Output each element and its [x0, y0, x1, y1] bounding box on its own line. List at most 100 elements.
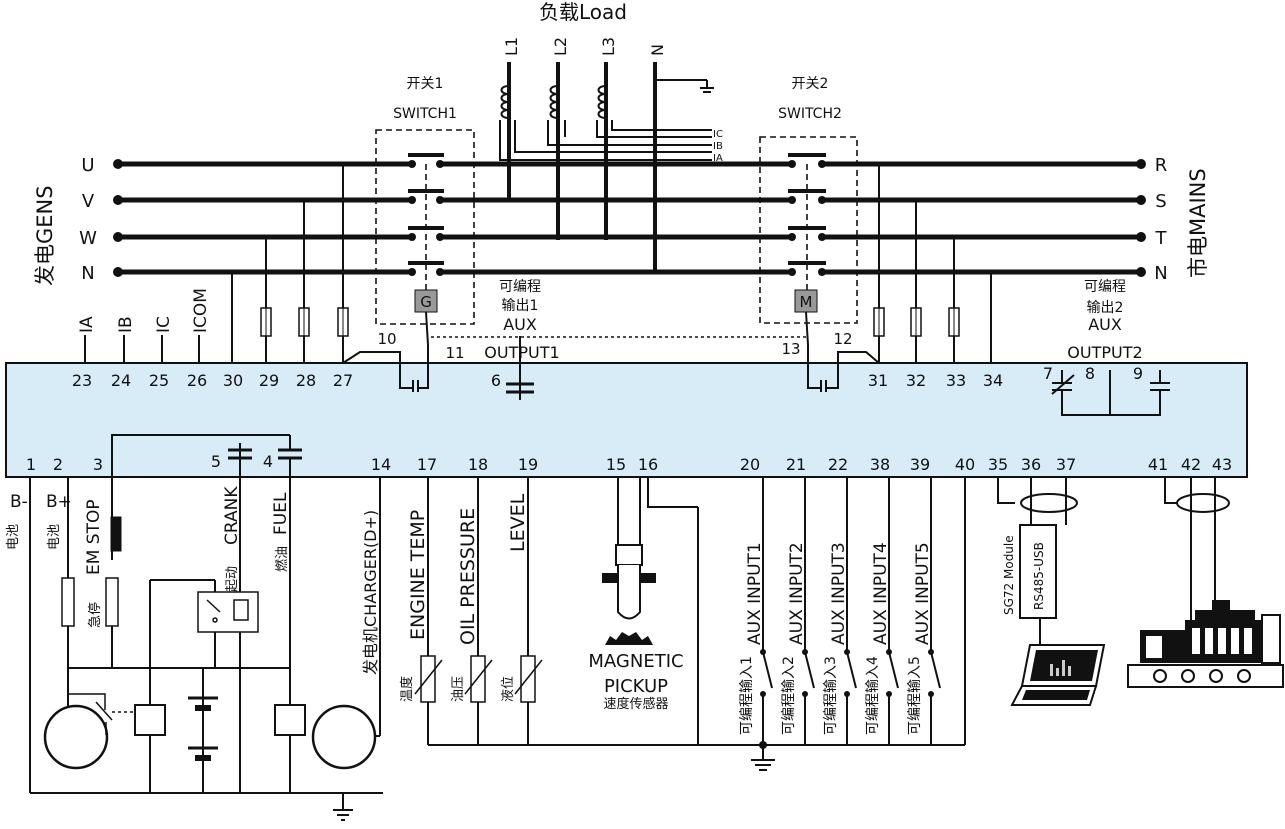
fuel-relay-coil [274, 704, 306, 736]
sensor-level-cn: 液位 [501, 676, 516, 702]
genset-icon [1127, 600, 1284, 688]
pickup-body-top [615, 544, 643, 566]
switch2-en: SWITCH2 [778, 106, 842, 122]
battery-fuses [61, 577, 119, 627]
pickup-en1: MAGNETIC [588, 651, 683, 672]
switch-contacts [408, 153, 826, 265]
sensor-wiring [427, 477, 966, 746]
mod-num-25: 25 [149, 371, 169, 390]
aux1-en1: AUX [503, 315, 537, 334]
fuel-cn: 燃油 [274, 546, 290, 572]
aux-input4-cn: 可编程输入4 [865, 656, 881, 735]
aux-input2-cn: 可编程输入2 [781, 656, 797, 735]
mod-num-39: 39 [910, 455, 930, 474]
pickup-en2: PICKUP [604, 676, 668, 697]
em-stop-switch [110, 516, 122, 552]
battery-neg-cn: 电池 [6, 524, 21, 550]
term-label-ic: IC [154, 316, 174, 333]
battery-neg: B- [10, 492, 28, 512]
crank-relay-coil [233, 599, 249, 621]
aux-input3-label: AUX INPUT3 [829, 542, 849, 645]
relay-num-10: 10 [377, 330, 396, 348]
mod-num-40: 40 [955, 455, 975, 474]
mod-num-28: 28 [296, 371, 316, 390]
aux-input-wiring [751, 477, 941, 771]
starter-solenoid [67, 693, 135, 735]
mod-num-31: 31 [868, 371, 888, 390]
fuse-lines [265, 308, 955, 336]
mod-num-9: 9 [1133, 364, 1143, 383]
charger-alternator [311, 704, 377, 770]
mod-num-4: 4 [263, 452, 273, 471]
sensor-engine-temp: ENGINE TEMP [407, 510, 429, 640]
laptop-icon [1010, 644, 1106, 706]
ct-label-ic: IC [713, 129, 723, 140]
crank-label: CRANK [222, 486, 242, 545]
aux-input1-cn: 可编程输入1 [739, 656, 755, 735]
aux-input-nodes [759, 649, 934, 749]
mod-num-1: 1 [26, 455, 36, 474]
mod-num-32: 32 [906, 371, 926, 390]
power-wiring [29, 477, 383, 821]
gen-phase-v: V [82, 191, 95, 212]
em-stop-cn: 急停 [87, 602, 103, 628]
mod-num-26: 26 [187, 371, 207, 390]
mod-num-15: 15 [606, 455, 626, 474]
fuel-label: FUEL [271, 492, 291, 535]
mod-num-29: 29 [259, 371, 279, 390]
sensor-arrows [414, 659, 543, 695]
aux1-contact [506, 382, 534, 394]
aux-input2-label: AUX INPUT2 [787, 542, 807, 645]
mod-num-34: 34 [983, 371, 1003, 390]
sensor-temp-cn: 温度 [399, 676, 415, 702]
mains-phase-t: T [1155, 228, 1168, 249]
battery-cells [188, 696, 218, 761]
mains-phase-s: S [1155, 191, 1166, 212]
switch1-en: SWITCH1 [393, 106, 457, 122]
load-phase-n: N [648, 44, 667, 56]
mod-num-14: 14 [371, 455, 391, 474]
relay-contact-bars [228, 448, 302, 460]
starter-relay-coil [134, 704, 166, 736]
module-bottom-numbers: 1 2 3 5 4 14 17 18 19 15 16 20 21 22 38 … [26, 452, 1232, 474]
module-top-leads [84, 164, 992, 363]
load-busbars [440, 161, 792, 275]
mod-num-17: 17 [417, 455, 437, 474]
load-phase-l2: L2 [551, 37, 570, 56]
sensor-oil-pressure: OIL PRESSURE [457, 508, 479, 645]
aux2-cn2: 输出2 [1087, 300, 1124, 316]
mod-num-43: 43 [1212, 455, 1232, 474]
mod-num-33: 33 [946, 371, 966, 390]
mod-num-41: 41 [1148, 455, 1168, 474]
sensor-resistors [420, 655, 536, 703]
aux-input4-label: AUX INPUT4 [871, 542, 891, 645]
relay-num-12: 12 [833, 330, 852, 348]
aux2-internal-contacts [1051, 370, 1170, 416]
aux1-cn2: 输出1 [502, 298, 539, 314]
mod-num-2: 2 [53, 455, 63, 474]
aux-input5-label: AUX INPUT5 [913, 542, 933, 645]
switch-control-relays [342, 311, 880, 400]
mod-num-30: 30 [223, 371, 243, 390]
mod-num-16: 16 [638, 455, 658, 474]
switch2-tag: M [800, 293, 813, 311]
mod-num-36: 36 [1021, 455, 1041, 474]
gens-label: 发电GENS [33, 185, 57, 286]
gen-phase-u: U [81, 155, 94, 176]
battery-pos-cn: 电池 [47, 524, 62, 550]
pickup-wiring [617, 477, 698, 545]
mod-num-19: 19 [518, 455, 538, 474]
switch1-cn: 开关1 [407, 76, 444, 92]
mains-label: 市电MAINS [1186, 168, 1210, 278]
mains-phase-n: N [1154, 263, 1167, 284]
switch1-tag: G [420, 293, 432, 311]
mod-num-35: 35 [988, 455, 1008, 474]
mod-num-8: 8 [1085, 364, 1095, 383]
diagram-title: 负载Load [539, 0, 627, 24]
charger-label: 发电机CHARGER(D+) [361, 510, 380, 675]
pickup-cn: 速度传感器 [603, 696, 668, 712]
gen-phase-w: W [79, 228, 97, 249]
current-transformers [499, 85, 712, 161]
sensor-oil-cn: 油压 [451, 676, 466, 702]
aux-input3-cn: 可编程输入3 [823, 656, 839, 735]
